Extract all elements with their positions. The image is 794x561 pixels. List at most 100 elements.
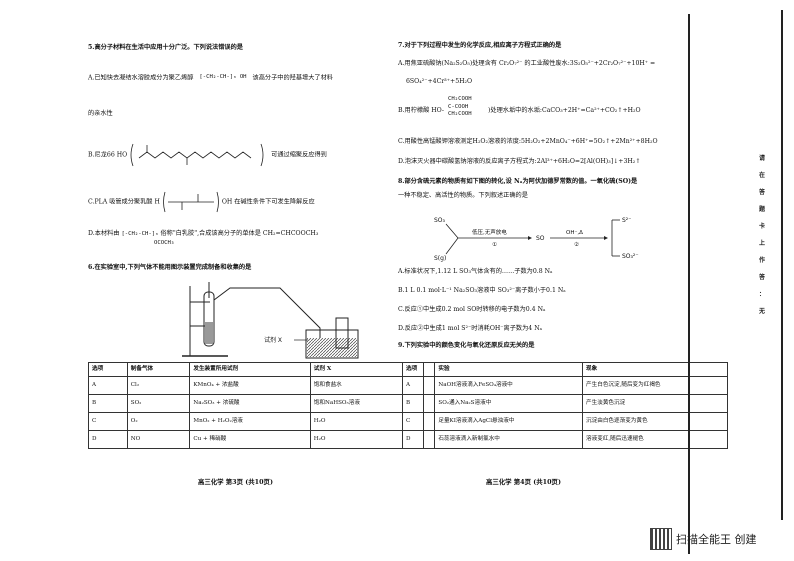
table-cell: Na₂SO₃ + 浓硫酸 <box>189 394 311 413</box>
page-footer-left: 高三化学 第3页 (共10页) <box>198 478 273 486</box>
q5-b-pre: B.尼龙66 HO <box>88 151 128 159</box>
nylon-structure <box>130 143 264 167</box>
table-cell: C <box>401 412 436 431</box>
table-header-cell: 现象 <box>582 362 728 377</box>
table-row: D NO Cu + 稀硝酸 H₂O <box>88 430 425 449</box>
table-row: B SO₂ Na₂SO₃ + 浓硫酸 饱和NaHSO₃溶液 <box>88 394 425 413</box>
diagram-so32: SO₃²⁻ <box>622 253 639 260</box>
table-cell: A <box>88 376 128 395</box>
page-footer-right: 高三化学 第4页 (共10页) <box>486 478 561 486</box>
table-cell: SO₂ <box>126 394 191 413</box>
table-cell: NaOH溶液滴入FeSO₄溶液中 <box>434 376 584 395</box>
q7-b-post: )处理水垢中的水垢:CaCO₃+2H⁺=Ca²⁺+CO₂↑+H₂O <box>487 107 641 114</box>
q7-b-structure: CH₂COOH C-COOH CH₂COOH <box>448 96 784 119</box>
sulfur-conversion-diagram: SO₃ S(g) 低压,无声放电 ① SO OH⁻,Δ ② S²⁻ SO₃²⁻ <box>434 217 639 262</box>
q5-option-a-cont: 的亲水性 <box>88 110 113 117</box>
side-notice: 请 在 答 题 卡 上 作 答 ： 无 <box>757 150 767 320</box>
side-char: 答 <box>758 189 765 196</box>
side-char: 在 <box>758 172 765 179</box>
q5-b-post: 可通过缩聚反应得到 <box>271 151 327 159</box>
reagent-x-label: 试剂 X <box>264 336 282 344</box>
table-cell: A <box>401 376 436 395</box>
struct-line: C-COOH <box>448 103 469 110</box>
diagram-s2: S²⁻ <box>622 217 631 224</box>
diagram-so: SO <box>536 235 545 242</box>
table-cell: 产生白色沉淀,随后变为红褐色 <box>582 376 728 395</box>
table-cell: KMnO₄ + 浓盐酸 <box>189 376 311 395</box>
q5-d-post: 俗称"白乳胶",合成该高分子的单体是 CH₂=CHCOOCH₃ <box>160 230 319 237</box>
diagram-num2: ② <box>574 241 579 248</box>
table-cell: 产生淡黄色沉淀 <box>582 394 728 413</box>
table-header-row: 选项 制备气体 发生装置所用试剂 试剂 X <box>88 362 425 377</box>
q7-stem: 7.对于下列过程中发生的化学反应,相应离子方程式正确的是 <box>398 42 562 49</box>
binding-line <box>688 14 690 554</box>
table-row: D 石蕊溶液滴入新制氯水中 溶液变红,随后迅速褪色 <box>401 430 728 449</box>
q5-d-structure: [-CH₂-CH-]ₙ <box>121 231 159 237</box>
q6-table: 选项 制备气体 发生装置所用试剂 试剂 X A Cl₂ KMnO₄ + 浓盐酸 … <box>88 362 425 449</box>
q5-option-c: C.PLA 吸管成分聚乳酸 H OH 在碱性条件下可发生降解反应 <box>88 190 424 214</box>
q6-stem: 6.在实验室中,下列气体不能用图示装置完成制备和收集的是 <box>88 264 252 271</box>
table-cell: 沉淀由白色逐渐变为黄色 <box>582 412 728 431</box>
qr-code-icon <box>650 528 672 550</box>
q5-option-d: D.本材料由 [-CH₂-CH-]ₙ 俗称"白乳胶",合成该高分子的单体是 CH… <box>88 230 424 239</box>
q8-option-a: A.标准状况下,1.12 L SO₃气体含有的……子数为0.8 Nₐ <box>398 268 553 275</box>
q7-option-b: B.用柠檬酸 HO- )处理水垢中的水垢:CaCO₃+2H⁺=Ca²⁺+CO₂↑… <box>398 107 734 115</box>
table-cell: B <box>88 394 128 413</box>
q7-option-d: D.泡沫灭火器中碳酸氢钠溶液的反应离子方程式为:2Al³⁺+6H₂O=2[Al(… <box>398 158 641 165</box>
q7-option-a: A.用焦亚硫酸钠(Na₂S₂O₅)处理含有 Cr₂O₇²⁻ 的工业酸性废水:3S… <box>398 60 656 67</box>
question-7: 7.对于下列过程中发生的化学反应,相应离子方程式正确的是 <box>398 42 734 50</box>
q5-c-post: OH 在碱性条件下可发生降解反应 <box>221 198 315 206</box>
q7-b-pre: B.用柠檬酸 HO- <box>398 107 445 114</box>
diagram-arrow1-label: 低压,无声放电 <box>472 228 507 236</box>
table-cell: C <box>88 412 128 431</box>
table-cell: 溶液变红,随后迅速褪色 <box>582 430 728 449</box>
diagram-so3: SO₃ <box>434 217 446 224</box>
table-row: B SO₂通入Na₂S溶液中 产生淡黄色沉淀 <box>401 394 728 413</box>
side-char: ： <box>758 291 765 298</box>
scanner-watermark: 扫描全能王 创建 <box>650 528 757 550</box>
q5-c-pre: C.PLA 吸管成分聚乳酸 H <box>88 198 160 206</box>
q8-stem: 8.部分含硫元素的物质有如下图的转化,设 Nₐ为阿伏加德罗常数的值。一氧化硫(S… <box>398 178 638 185</box>
side-char: 卡 <box>758 223 765 230</box>
table-header-cell: 选项 <box>88 362 128 377</box>
q7-option-a-cont: 6SO₄²⁻+4Cr³⁺+5H₂O <box>406 78 473 85</box>
table-row: A Cl₂ KMnO₄ + 浓盐酸 饱和食盐水 <box>88 376 425 395</box>
page-edge-line <box>781 10 783 520</box>
table-header-cell: 发生装置所用试剂 <box>189 362 311 377</box>
table-row: C 足量KI溶液滴入AgCl悬浊液中 沉淀由白色逐渐变为黄色 <box>401 412 728 431</box>
side-char: 题 <box>758 206 765 213</box>
question-5: 5.高分子材料在生活中应用十分广泛。下列说法错误的是 <box>88 44 424 52</box>
question-8: 8.部分含硫元素的物质有如下图的转化,设 Nₐ为阿伏加德罗常数的值。一氧化硫(S… <box>398 178 734 201</box>
table-header-cell: 制备气体 <box>126 362 191 377</box>
struct-line: CH₂COOH <box>448 96 472 102</box>
question-6: 6.在实验室中,下列气体不能用图示装置完成制备和收集的是 <box>88 264 424 272</box>
q8-option-d: D.反应②中生成1 mol S²⁻时消耗OH⁻离子数为4 Nₐ <box>398 325 543 332</box>
apparatus-diagram: 试剂 X <box>182 282 359 359</box>
q8-option-b: B.1 L 0.1 mol·L⁻¹ Na₂SO₃溶液中 SO₃²⁻离子数小于0.… <box>398 287 566 294</box>
table-row: C O₂ MnO₂ + H₂O₂溶液 H₂O <box>88 412 425 431</box>
q5-a-structure: [-CH₂-CH-]ₙ OH <box>199 74 247 80</box>
table-cell: MnO₂ + H₂O₂溶液 <box>189 412 311 431</box>
table-row: A NaOH溶液滴入FeSO₄溶液中 产生白色沉淀,随后变为红褐色 <box>401 376 728 395</box>
table-header-cell: 选项 <box>401 362 436 377</box>
q5-stem: 5.高分子材料在生活中应用十分广泛。下列说法错误的是 <box>88 44 243 51</box>
side-char: 无 <box>758 308 765 315</box>
table-cell: D <box>401 430 436 449</box>
q8-option-c: C.反应①中生成0.2 mol SO时转移的电子数为0.4 Nₐ <box>398 306 546 313</box>
question-9: 9.下列实验中的颜色变化与氧化还原反应无关的是 <box>398 342 734 350</box>
table-cell: 石蕊溶液滴入新制氯水中 <box>434 430 584 449</box>
table-cell: NO <box>126 430 191 449</box>
side-char: 答 <box>758 274 765 281</box>
q8-stem-cont: 一种不稳定、高活性的物质。下列叙述正确的是 <box>398 192 528 200</box>
q5-option-b: B.尼龙66 HO 可通过缩聚反应得到 <box>88 142 424 168</box>
q9-stem: 9.下列实验中的颜色变化与氧化还原反应无关的是 <box>398 342 535 349</box>
table-header-cell: 实验 <box>434 362 584 377</box>
diagram-s8: S(g) <box>434 255 446 262</box>
table-header-row: 选项 实验 现象 <box>401 362 728 377</box>
table-cell: Cl₂ <box>126 376 191 395</box>
diagram-num1: ① <box>492 242 497 248</box>
q5-d-substituent: OCOCH₃ <box>154 240 175 246</box>
table-cell: B <box>401 394 436 413</box>
side-char: 作 <box>758 257 765 264</box>
